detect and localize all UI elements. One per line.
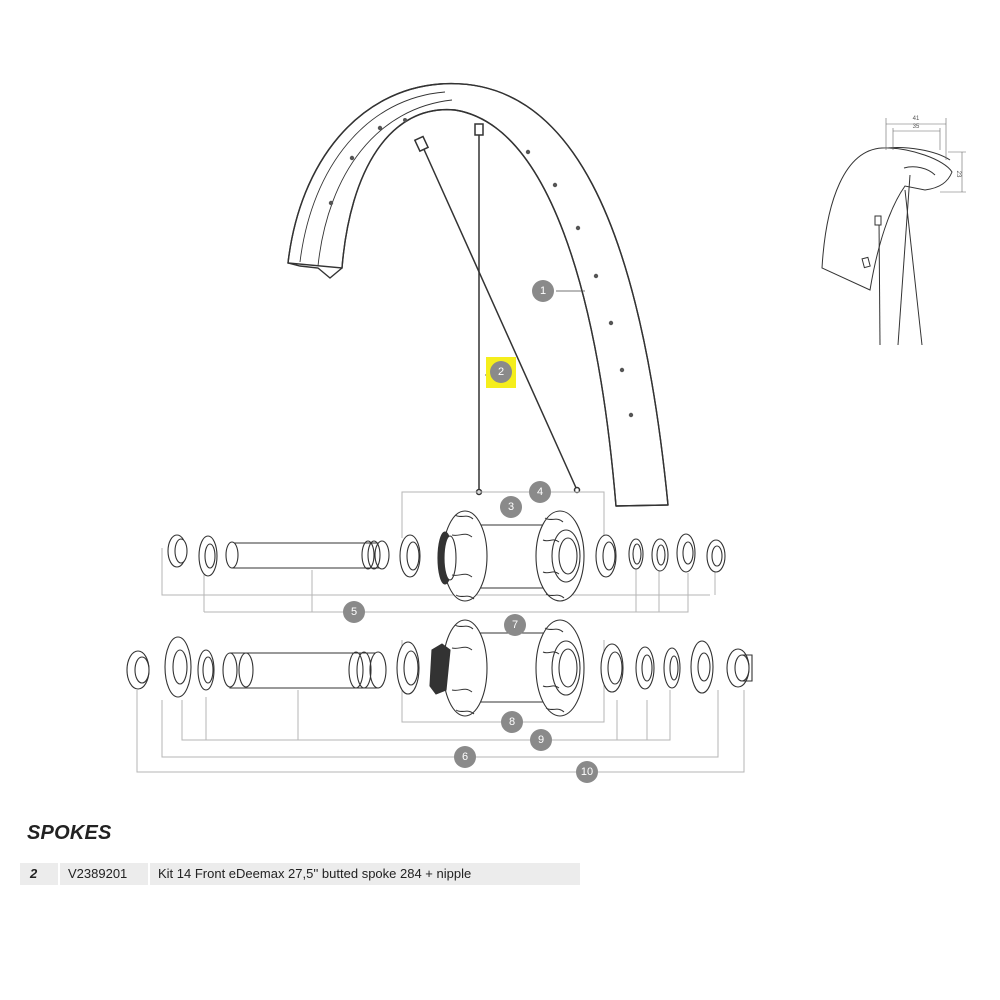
callout-7-label: 7 — [512, 619, 518, 631]
callout-5[interactable]: 5 — [343, 601, 365, 623]
hub-lower-row — [126, 619, 753, 717]
callout-7-badge — [504, 614, 526, 636]
column-divider — [58, 863, 60, 885]
end-cap-upper-right — [706, 539, 726, 573]
bearing-lower-right — [600, 643, 624, 693]
callout-10[interactable]: 10 — [576, 761, 598, 783]
column-divider — [148, 863, 150, 885]
spoke-crossed — [421, 144, 578, 491]
washer-lower-left — [164, 636, 192, 698]
callout-2-badge — [490, 361, 512, 383]
callout-8-label: 8 — [509, 716, 515, 728]
end-cap-lower-right — [726, 648, 753, 688]
callout-1-label: 1 — [540, 285, 546, 297]
callout-3[interactable]: 3 — [500, 496, 522, 518]
axle-upper — [225, 540, 390, 570]
dim-outer-width: 41 — [913, 116, 920, 122]
washer-lower-right — [690, 640, 714, 694]
callout-5-badge — [343, 601, 365, 623]
end-cap-lower-left — [126, 650, 150, 690]
washer-upper-left — [198, 535, 218, 577]
end-cap-upper-left — [167, 534, 188, 568]
axle-lower — [222, 651, 387, 689]
callout-6[interactable]: 6 — [454, 746, 476, 768]
exploded-wheel-diagram: 41 35 23 1 2 3 4 5 6 7 8 9 10 — [126, 82, 966, 783]
callout-9[interactable]: 9 — [530, 729, 552, 751]
callout-9-label: 9 — [538, 734, 544, 746]
part-number: 2 — [30, 866, 38, 881]
callout-9-badge — [530, 729, 552, 751]
callout-4-label: 4 — [537, 486, 543, 498]
rim — [287, 82, 669, 507]
callout-2[interactable]: 2 — [486, 357, 516, 388]
callout-3-label: 3 — [508, 501, 514, 513]
ring-lower-left — [197, 649, 215, 691]
callout-1[interactable]: 1 — [532, 280, 554, 302]
bearing-lower-left — [396, 641, 420, 695]
callout-6-label: 6 — [462, 751, 468, 763]
hub-upper-row — [167, 510, 726, 602]
section-title: SPOKES — [27, 822, 112, 844]
spacer-ring-upper — [628, 538, 644, 570]
part-description: Kit 14 Front eDeemax 27,5'' butted spoke… — [158, 866, 472, 881]
bearing-upper-right — [595, 534, 617, 578]
hub-body-lower — [429, 619, 585, 717]
nipple-top-left — [413, 135, 430, 153]
nipple-top-right — [474, 123, 484, 136]
hub-body-upper — [437, 510, 585, 602]
callout-7[interactable]: 7 — [504, 614, 526, 636]
spacer-ring-lower — [635, 646, 655, 690]
callout-4[interactable]: 4 — [529, 481, 551, 503]
dim-height: 23 — [955, 171, 961, 178]
guide-lines-upper — [161, 491, 716, 613]
callout-6-badge — [454, 746, 476, 768]
rim-section-inset — [821, 118, 966, 346]
part-reference: V2389201 — [68, 866, 128, 881]
callout-8-badge — [501, 711, 523, 733]
callout-2-label: 2 — [498, 366, 504, 378]
callout-8[interactable]: 8 — [501, 711, 523, 733]
callout-3-badge — [500, 496, 522, 518]
bearing-upper-left — [399, 534, 421, 578]
parts-table-row[interactable]: 2 V2389201 Kit 14 Front eDeemax 27,5'' b… — [20, 863, 580, 885]
callout-4-badge — [529, 481, 551, 503]
clip-lower — [663, 647, 681, 689]
callout-1-badge — [532, 280, 554, 302]
spokes — [413, 123, 581, 496]
callout-5-label: 5 — [351, 606, 357, 618]
lockring-upper — [676, 533, 696, 573]
callout-10-badge — [576, 761, 598, 783]
seal-upper — [651, 538, 669, 572]
dim-inner-width: 35 — [913, 124, 920, 130]
callout-10-label: 10 — [581, 766, 593, 778]
